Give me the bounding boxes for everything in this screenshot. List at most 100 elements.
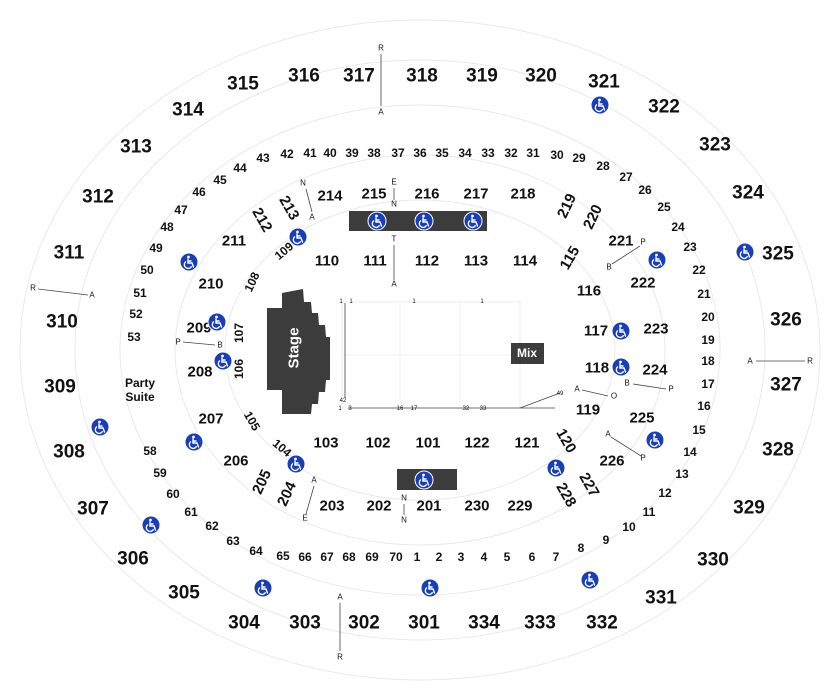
section-326[interactable]: 326 xyxy=(770,310,802,331)
section-222[interactable]: 222 xyxy=(630,275,655,292)
section-203[interactable]: 203 xyxy=(319,498,344,515)
section-220[interactable]: 220 xyxy=(580,202,606,232)
section-119[interactable]: 119 xyxy=(576,402,600,419)
section-323[interactable]: 323 xyxy=(699,135,731,156)
row-106[interactable]: 106 xyxy=(232,359,246,379)
section-205[interactable]: 205 xyxy=(249,467,275,497)
row-5[interactable]: 5 xyxy=(504,550,511,564)
row-12[interactable]: 12 xyxy=(658,486,672,500)
row-46[interactable]: 46 xyxy=(192,185,206,199)
section-303[interactable]: 303 xyxy=(289,613,321,634)
row-2[interactable]: 2 xyxy=(436,550,443,564)
row-45[interactable]: 45 xyxy=(213,173,227,187)
section-227[interactable]: 227 xyxy=(575,470,602,500)
row-4[interactable]: 4 xyxy=(481,550,488,564)
row-69[interactable]: 69 xyxy=(365,550,379,564)
section-334[interactable]: 334 xyxy=(468,613,500,634)
section-215[interactable]: 215 xyxy=(361,186,386,203)
section-333[interactable]: 333 xyxy=(524,613,556,634)
row-1[interactable]: 1 xyxy=(414,550,421,564)
section-328[interactable]: 328 xyxy=(762,440,794,461)
row-9[interactable]: 9 xyxy=(603,533,610,547)
row-27[interactable]: 27 xyxy=(619,170,633,184)
section-325[interactable]: 325 xyxy=(762,244,794,265)
row-32[interactable]: 32 xyxy=(504,146,518,160)
section-324[interactable]: 324 xyxy=(732,183,764,204)
section-122[interactable]: 122 xyxy=(464,435,489,452)
row-34[interactable]: 34 xyxy=(458,146,472,160)
row-35[interactable]: 35 xyxy=(435,146,449,160)
row-63[interactable]: 63 xyxy=(226,534,240,548)
section-312[interactable]: 312 xyxy=(82,187,114,208)
section-121[interactable]: 121 xyxy=(514,435,539,452)
row-39[interactable]: 39 xyxy=(345,146,359,160)
section-301[interactable]: 301 xyxy=(408,613,440,634)
row-53[interactable]: 53 xyxy=(127,330,141,344)
row-20[interactable]: 20 xyxy=(701,310,715,324)
section-103[interactable]: 103 xyxy=(313,435,338,452)
section-226[interactable]: 226 xyxy=(599,453,624,470)
section-305[interactable]: 305 xyxy=(168,583,200,604)
section-304[interactable]: 304 xyxy=(228,613,260,634)
section-307[interactable]: 307 xyxy=(77,499,109,520)
row-58[interactable]: 58 xyxy=(143,444,157,458)
row-10[interactable]: 10 xyxy=(622,520,636,534)
section-316[interactable]: 316 xyxy=(288,66,320,87)
section-221[interactable]: 221 xyxy=(608,233,633,250)
section-206[interactable]: 206 xyxy=(223,453,248,470)
row-37[interactable]: 37 xyxy=(391,146,405,160)
section-329[interactable]: 329 xyxy=(733,498,765,519)
row-64[interactable]: 64 xyxy=(249,544,263,558)
section-204[interactable]: 204 xyxy=(274,478,300,508)
row-16[interactable]: 16 xyxy=(697,399,711,413)
row-30[interactable]: 30 xyxy=(550,148,564,162)
section-217[interactable]: 217 xyxy=(463,186,488,203)
section-214[interactable]: 214 xyxy=(317,188,343,205)
section-309[interactable]: 309 xyxy=(44,377,76,398)
row-70[interactable]: 70 xyxy=(389,550,403,564)
row-15[interactable]: 15 xyxy=(692,423,706,437)
section-102[interactable]: 102 xyxy=(365,435,390,452)
section-117[interactable]: 117 xyxy=(584,323,608,340)
section-207[interactable]: 207 xyxy=(198,411,223,428)
row-105[interactable]: 105 xyxy=(241,409,263,434)
row-38[interactable]: 38 xyxy=(367,146,381,160)
row-3[interactable]: 3 xyxy=(458,550,465,564)
section-302[interactable]: 302 xyxy=(348,613,380,634)
row-65[interactable]: 65 xyxy=(276,549,290,563)
row-6[interactable]: 6 xyxy=(529,550,536,564)
row-14[interactable]: 14 xyxy=(683,445,697,459)
section-202[interactable]: 202 xyxy=(366,498,391,515)
section-213[interactable]: 213 xyxy=(275,193,302,223)
section-319[interactable]: 319 xyxy=(466,66,498,87)
section-114[interactable]: 114 xyxy=(513,253,538,270)
section-314[interactable]: 314 xyxy=(172,100,204,121)
row-68[interactable]: 68 xyxy=(342,550,356,564)
section-306[interactable]: 306 xyxy=(117,549,149,570)
section-229[interactable]: 229 xyxy=(507,498,532,515)
row-33[interactable]: 33 xyxy=(481,146,495,160)
section-318[interactable]: 318 xyxy=(406,66,438,87)
row-44[interactable]: 44 xyxy=(233,161,247,175)
row-40[interactable]: 40 xyxy=(323,146,337,160)
section-313[interactable]: 313 xyxy=(120,137,152,158)
section-223[interactable]: 223 xyxy=(643,321,668,338)
row-28[interactable]: 28 xyxy=(596,159,610,173)
section-208[interactable]: 208 xyxy=(187,364,212,381)
section-219[interactable]: 219 xyxy=(554,191,580,221)
row-66[interactable]: 66 xyxy=(298,550,312,564)
row-17[interactable]: 17 xyxy=(701,377,715,391)
row-26[interactable]: 26 xyxy=(638,183,652,197)
section-210[interactable]: 210 xyxy=(198,276,223,293)
row-18[interactable]: 18 xyxy=(701,354,715,368)
section-115[interactable]: 115 xyxy=(557,243,584,272)
row-11[interactable]: 11 xyxy=(643,505,656,519)
row-8[interactable]: 8 xyxy=(578,541,585,555)
section-225[interactable]: 225 xyxy=(629,410,654,427)
section-308[interactable]: 308 xyxy=(53,442,85,463)
row-47[interactable]: 47 xyxy=(174,203,188,217)
section-212[interactable]: 212 xyxy=(248,205,275,235)
section-113[interactable]: 113 xyxy=(464,253,488,270)
section-224[interactable]: 224 xyxy=(642,362,668,379)
row-48[interactable]: 48 xyxy=(160,220,174,234)
